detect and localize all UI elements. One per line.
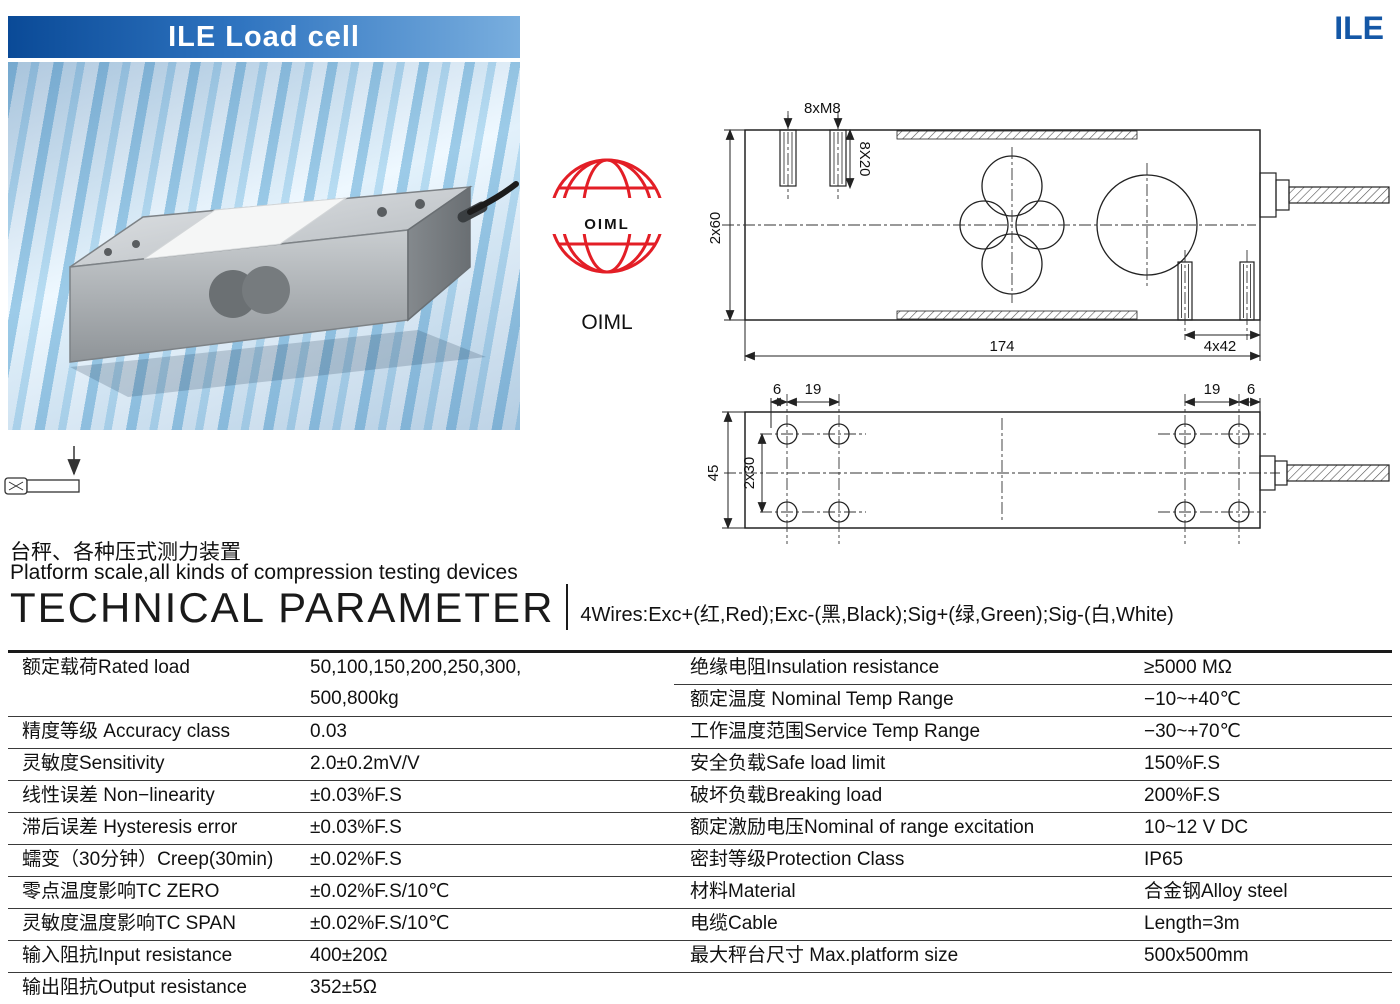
drawing-side-view: 8xM8 8X20 2x60 174 4x42 bbox=[700, 95, 1395, 370]
param-value: 合金钢Alloy steel bbox=[1124, 876, 1392, 908]
param-value: 2.0±0.2mV/V bbox=[302, 748, 674, 780]
dim-8x20: 8X20 bbox=[856, 141, 873, 176]
table-row: 线性误差 Non−linearity ±0.03%F.S 破坏负载Breakin… bbox=[8, 780, 1392, 812]
dim-19-left: 19 bbox=[805, 381, 822, 398]
param-label: 材料Material bbox=[674, 876, 1124, 908]
param-label: 额定温度 Nominal Temp Range bbox=[674, 684, 1124, 716]
dim-8xm8: 8xM8 bbox=[804, 100, 841, 117]
table-row: 输入阻抗Input resistance 400±20Ω 最大秤台尺寸 Max.… bbox=[8, 940, 1392, 972]
param-value bbox=[1124, 972, 1392, 1004]
oiml-logo: OIML bbox=[549, 158, 665, 274]
table-row: 灵敏度温度影响TC SPAN ±0.02%F.S/10℃ 电缆Cable Len… bbox=[8, 908, 1392, 940]
param-label: 精度等级 Accuracy class bbox=[8, 716, 302, 748]
section-title: TECHNICAL PARAMETER bbox=[10, 583, 555, 631]
param-label: 工作温度范围Service Temp Range bbox=[674, 716, 1124, 748]
oiml-block: OIML OIML bbox=[532, 140, 682, 335]
load-cell-photo-illustration bbox=[69, 181, 519, 397]
table-row: 输出阻抗Output resistance 352±5Ω bbox=[8, 972, 1392, 1004]
heading-divider bbox=[566, 584, 569, 630]
param-label: 线性误差 Non−linearity bbox=[8, 780, 302, 812]
param-value: −10~+40℃ bbox=[1124, 684, 1392, 716]
page-title: ILE Load cell bbox=[168, 20, 360, 53]
drawing-top-view: 6 19 19 6 45 2x30 bbox=[700, 372, 1395, 577]
param-label: 最大秤台尺寸 Max.platform size bbox=[674, 940, 1124, 972]
param-value: ≥5000 MΩ bbox=[1144, 657, 1233, 678]
param-label: 输出阻抗Output resistance bbox=[8, 972, 302, 1004]
param-label: 输入阻抗Input resistance bbox=[8, 940, 302, 972]
application-caption-en: Platform scale,all kinds of compression … bbox=[10, 561, 518, 584]
table-row: 蠕变（30分钟）Creep(30min) ±0.02%F.S 密封等级Prote… bbox=[8, 844, 1392, 876]
param-value: ±0.02%F.S bbox=[302, 844, 674, 876]
dim-6-right: 6 bbox=[1247, 381, 1255, 398]
param-label: 零点温度影响TC ZERO bbox=[8, 876, 302, 908]
param-value: ±0.03%F.S bbox=[302, 812, 674, 844]
param-label: 灵敏度Sensitivity bbox=[8, 748, 302, 780]
wiring-note: 4Wires:Exc+(红,Red);Exc-(黑,Black);Sig+(绿,… bbox=[580, 604, 1174, 626]
dim-45: 45 bbox=[705, 465, 722, 482]
oiml-logo-text: OIML bbox=[584, 216, 630, 233]
param-value: 200%F.S bbox=[1124, 780, 1392, 812]
param-value: ±0.02%F.S/10℃ bbox=[302, 876, 674, 908]
dim-19-right: 19 bbox=[1204, 381, 1221, 398]
dim-4x42: 4x42 bbox=[1204, 338, 1237, 355]
param-value: 0.03 bbox=[302, 716, 674, 748]
param-label bbox=[8, 684, 302, 715]
param-label: 电缆Cable bbox=[674, 908, 1124, 940]
param-value: −30~+70℃ bbox=[1124, 716, 1392, 748]
table-row: 滞后误差 Hysteresis error ±0.03%F.S 额定激励电压No… bbox=[8, 812, 1392, 844]
param-label: 密封等级Protection Class bbox=[674, 844, 1124, 876]
param-label: 安全负载Safe load limit bbox=[674, 748, 1124, 780]
param-value: 500x500mm bbox=[1124, 940, 1392, 972]
table-row: 零点温度影响TC ZERO ±0.02%F.S/10℃ 材料Material 合… bbox=[8, 876, 1392, 908]
param-value: 352±5Ω bbox=[302, 972, 674, 1004]
param-label bbox=[674, 972, 1124, 1004]
param-value: 10~12 V DC bbox=[1124, 812, 1392, 844]
technical-parameter-heading: TECHNICAL PARAMETER 4Wires:Exc+(红,Red);E… bbox=[10, 584, 1174, 630]
param-label: 蠕变（30分钟）Creep(30min) bbox=[8, 844, 302, 876]
param-value: 500,800kg bbox=[310, 688, 399, 709]
dim-2x60: 2x60 bbox=[707, 212, 724, 245]
param-value: 400±20Ω bbox=[302, 940, 674, 972]
dim-174: 174 bbox=[989, 338, 1014, 355]
load-direction-icon bbox=[2, 438, 102, 518]
param-value: 150%F.S bbox=[1124, 748, 1392, 780]
title-banner: ILE Load cell bbox=[8, 16, 520, 58]
application-caption-cn: 台秤、各种压式测力装置 bbox=[10, 541, 241, 564]
table-row: 精度等级 Accuracy class 0.03 工作温度范围Service T… bbox=[8, 716, 1392, 748]
param-value: ±0.03%F.S bbox=[302, 780, 674, 812]
product-photo bbox=[8, 62, 520, 430]
table-row: 灵敏度Sensitivity 2.0±0.2mV/V 安全负载Safe load… bbox=[8, 748, 1392, 780]
table-row: 500,800kg 额定温度 Nominal Temp Range −10~+4… bbox=[8, 684, 1392, 716]
param-label: 绝缘电阻Insulation resistance bbox=[690, 657, 940, 678]
param-label: 灵敏度温度影响TC SPAN bbox=[8, 908, 302, 940]
model-code-label: ILE bbox=[1334, 10, 1384, 46]
dim-2x30: 2x30 bbox=[741, 457, 758, 490]
param-value: 50,100,150,200,250,300, bbox=[310, 657, 522, 678]
param-value: IP65 bbox=[1124, 844, 1392, 876]
param-label: 破坏负载Breaking load bbox=[674, 780, 1124, 812]
param-value: Length=3m bbox=[1124, 908, 1392, 940]
dim-6-left: 6 bbox=[773, 381, 781, 398]
technical-parameter-table: 额定载荷Rated load 50,100,150,200,250,300, 绝… bbox=[8, 650, 1392, 1004]
param-value: ±0.02%F.S/10℃ bbox=[302, 908, 674, 940]
param-label: 滞后误差 Hysteresis error bbox=[8, 812, 302, 844]
oiml-caption: OIML bbox=[581, 311, 633, 334]
table-row: 额定载荷Rated load 50,100,150,200,250,300, 绝… bbox=[8, 653, 1392, 684]
param-label: 额定载荷Rated load bbox=[22, 657, 190, 678]
param-label: 额定激励电压Nominal of range excitation bbox=[674, 812, 1124, 844]
